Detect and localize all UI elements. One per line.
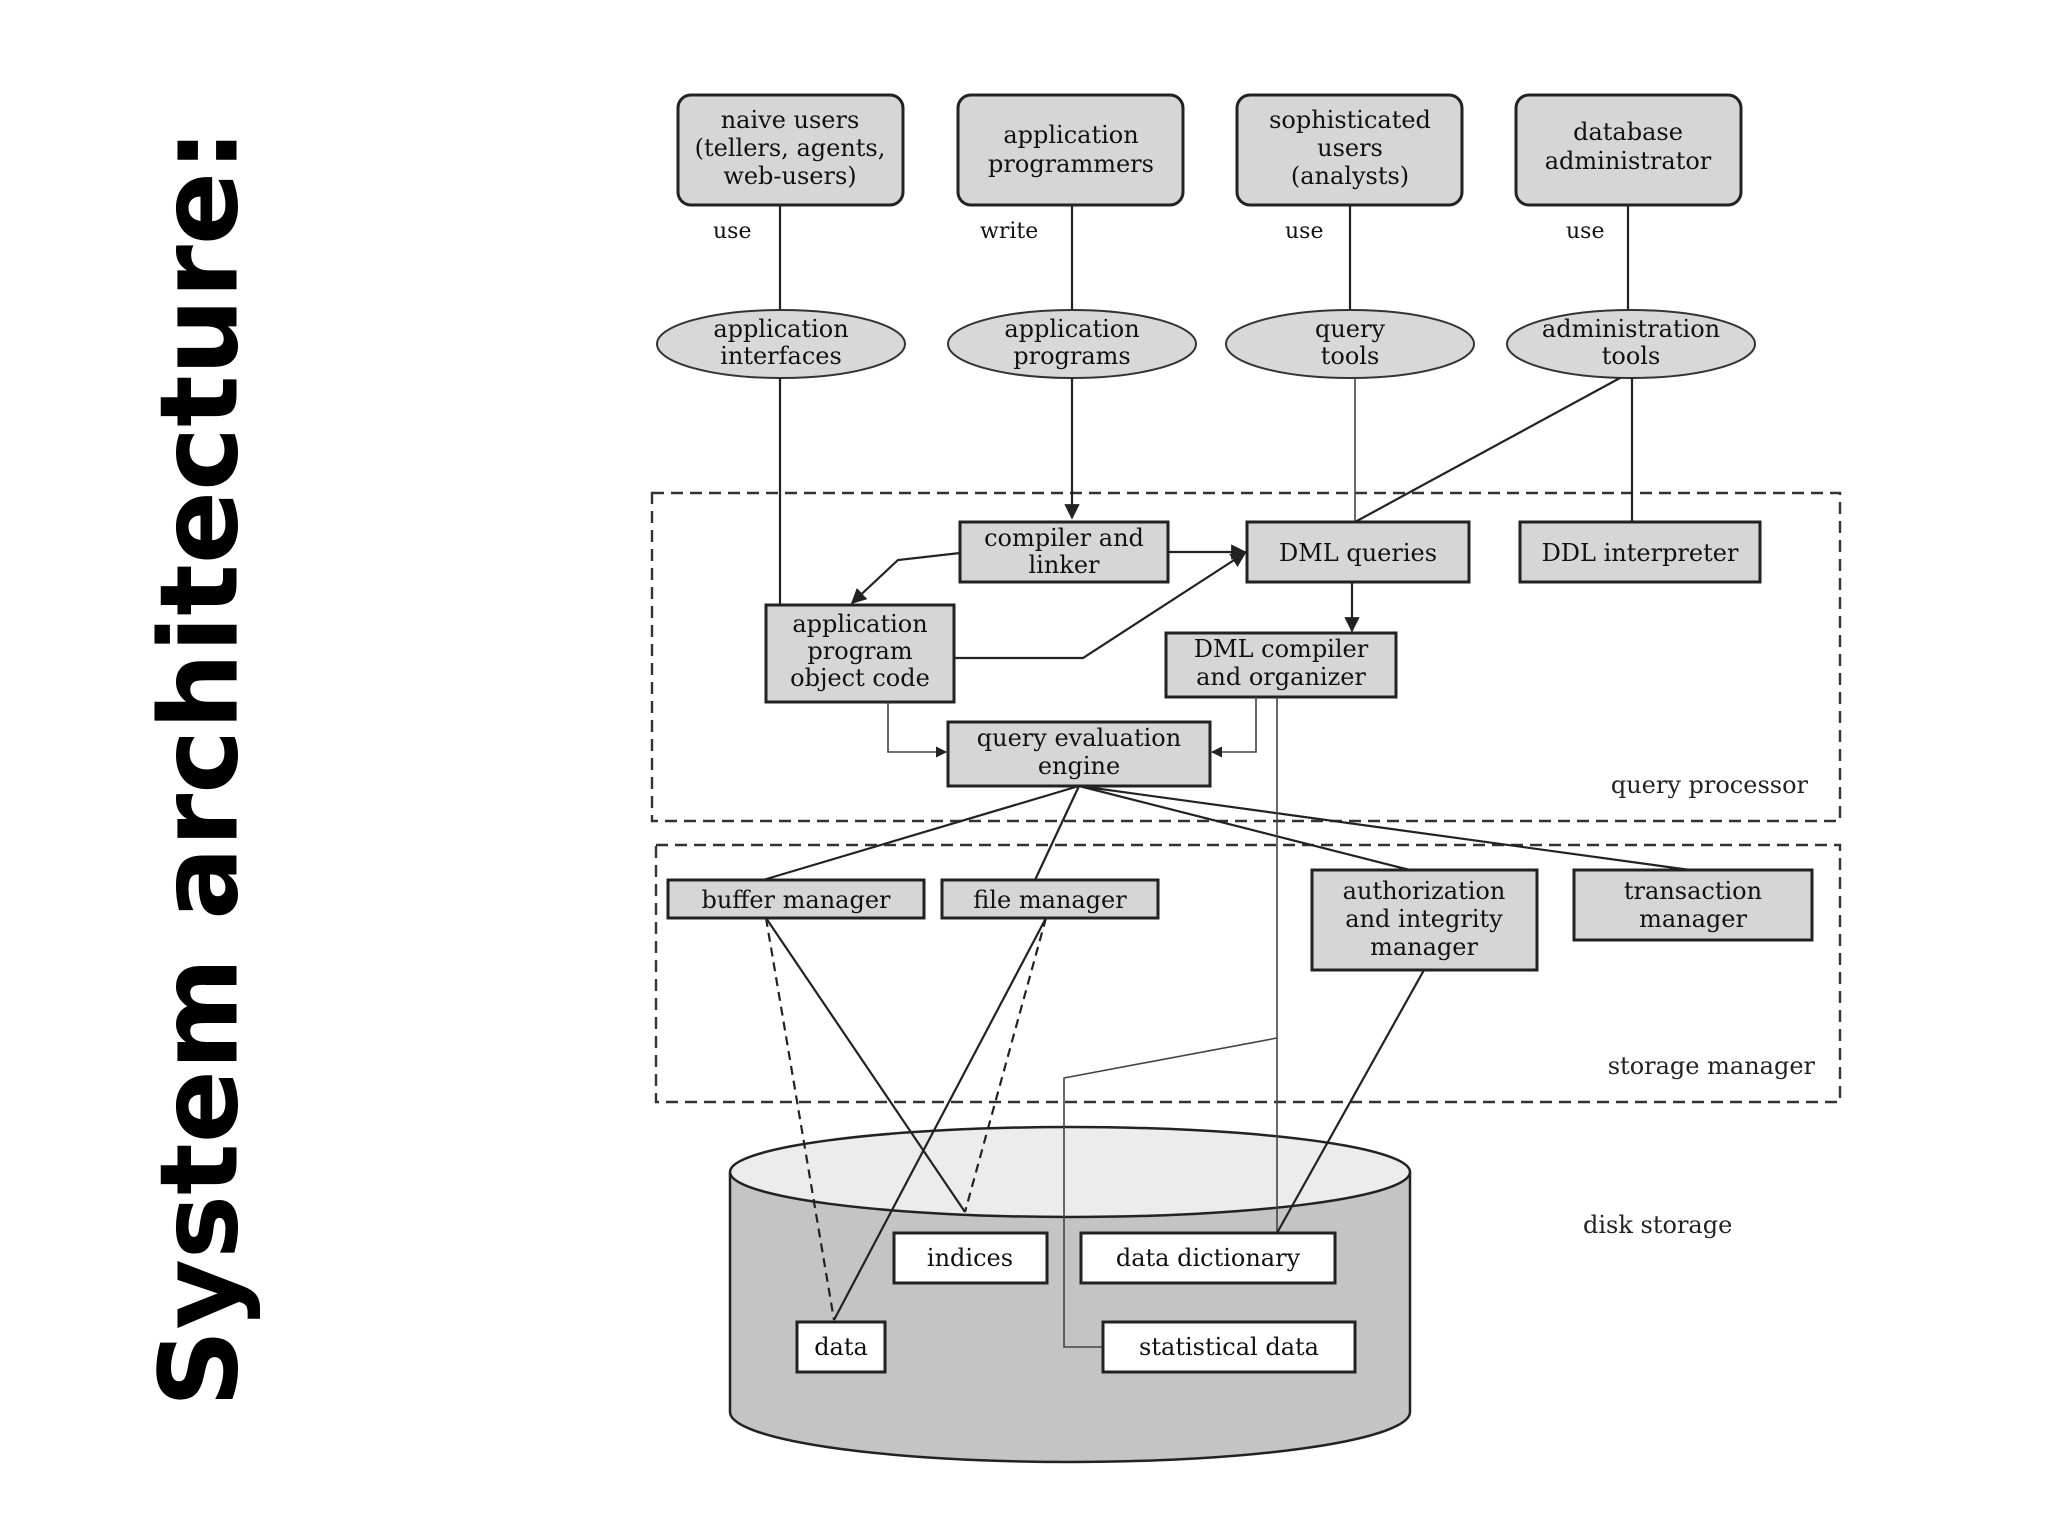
disk-storage-label: disk storage [1583,1211,1732,1239]
statistical-data-box: statistical data [1101,1320,1357,1374]
query-processor-label: query processor [1611,771,1809,799]
file-manager-box: file manager [940,878,1160,920]
query-processor-region [650,491,1842,823]
svg-text:buffer manager: buffer manager [701,886,891,914]
storage-manager-label: storage manager [1608,1052,1816,1080]
svg-text:statistical data: statistical data [1139,1333,1319,1361]
naive-use-label: use [713,219,751,244]
svg-text:data dictionary: data dictionary [1116,1244,1301,1272]
sophisticated-use-label: use [1285,219,1323,244]
programmers-write-label: write [980,219,1038,244]
svg-text:data: data [814,1333,868,1361]
naive-users-box: naive users(tellers, agents,web-users) [676,93,905,207]
buffer-manager-box: buffer manager [666,878,926,920]
svg-text:file manager: file manager [973,886,1127,914]
indices-box: indices [892,1231,1049,1285]
svg-text:DML queries: DML queries [1279,539,1437,567]
dba-use-label: use [1566,219,1604,244]
svg-text:naive users(tellers, agents,we: naive users(tellers, agents,web-users) [695,106,886,190]
storage-manager-region [654,843,1842,1104]
dml-queries-box: DML queries [1245,520,1471,584]
ddl-interpreter-box: DDL interpreter [1518,520,1762,584]
svg-text:DDL interpreter: DDL interpreter [1542,539,1739,567]
data-dictionary-box: data dictionary [1079,1231,1337,1285]
svg-text:indices: indices [927,1244,1013,1272]
data-box: data [795,1320,887,1374]
